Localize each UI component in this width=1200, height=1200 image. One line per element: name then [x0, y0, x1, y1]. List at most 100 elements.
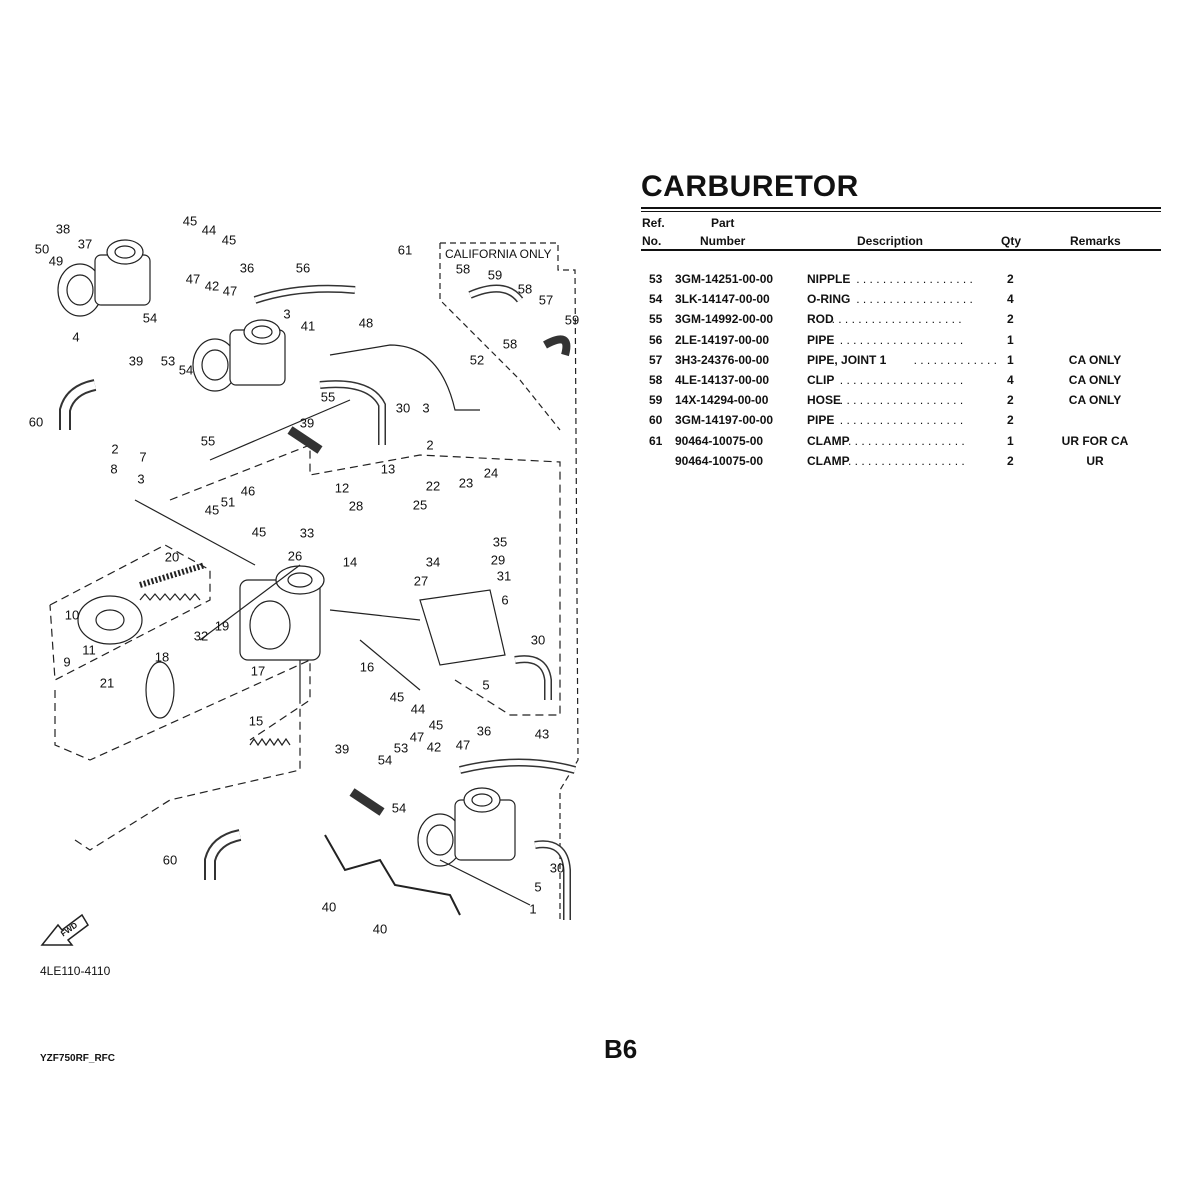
- part-callout: 43: [534, 726, 550, 742]
- part-number-cell: 14X-14294-00-00: [675, 393, 769, 408]
- part-callout: 42: [204, 278, 220, 294]
- description-cell: PIPE: [807, 413, 835, 428]
- part-callout: 45: [221, 232, 237, 248]
- qty-cell: 4: [1007, 292, 1014, 307]
- part-number-cell: 3H3-24376-00-00: [675, 352, 770, 367]
- part-callout: 3: [137, 471, 145, 487]
- description-cell: CLAMP: [807, 433, 850, 448]
- qty-cell: 2: [1007, 393, 1014, 408]
- qty-cell: 4: [1007, 373, 1014, 387]
- part-callout: 11: [82, 642, 96, 658]
- ref-cell: 61: [649, 433, 663, 448]
- page-number: B6: [604, 1034, 638, 1064]
- part-callout: 46: [240, 483, 256, 499]
- part-callout: 45: [251, 524, 267, 540]
- part-callout: 3: [422, 400, 430, 416]
- leader-dots: . . . . . . . . . . . . . . . . . . .: [839, 413, 964, 428]
- part-callout: 48: [358, 315, 374, 331]
- part-callout: 3: [283, 306, 291, 322]
- part-callout: 13: [380, 461, 396, 477]
- part-callout: 49: [48, 253, 64, 269]
- part-callout: 6: [501, 592, 509, 608]
- part-callout: 61: [397, 242, 413, 258]
- leader-dots: . . . . . . . . . . . . . . . . . . .: [839, 373, 964, 387]
- part-callout: 33: [299, 525, 315, 541]
- header-ref-2: No.: [642, 234, 662, 248]
- description-cell: PIPE: [807, 332, 835, 347]
- part-callout: 18: [154, 649, 170, 665]
- part-callout: 47: [455, 737, 471, 753]
- part-callout: 31: [496, 568, 512, 584]
- part-callout: 40: [372, 921, 388, 937]
- part-callout: 45: [204, 502, 220, 518]
- part-callout: 4: [72, 329, 80, 345]
- part-callout: 38: [55, 221, 71, 237]
- part-callout: 54: [377, 752, 393, 768]
- carburetor-center: [239, 565, 325, 661]
- part-callout: 5: [482, 677, 490, 693]
- remarks-cell: CA ONLY: [1068, 352, 1122, 367]
- remarks-cell: UR FOR CA: [1061, 433, 1129, 448]
- part-callout: 57: [538, 292, 554, 308]
- part-callout: 39: [299, 415, 315, 431]
- carburetor-bottom-right: [417, 787, 516, 867]
- part-callout: 45: [182, 213, 198, 229]
- part-callout: 26: [287, 548, 303, 564]
- qty-cell: 2: [1007, 272, 1014, 286]
- part-callout: 1: [529, 901, 537, 917]
- leader-dots: . . . . . . . . . . . . . . . . . . . .: [831, 312, 962, 327]
- part-number-cell: 3GM-14197-00-00: [675, 413, 774, 428]
- part-callout: 47: [409, 729, 425, 745]
- part-callout: 35: [492, 534, 508, 550]
- part-callout: 24: [483, 465, 499, 481]
- part-callout: 14: [342, 554, 358, 570]
- part-callout: 7: [139, 449, 147, 465]
- part-callout: 29: [490, 552, 506, 568]
- header-part-1: Part: [711, 216, 735, 230]
- ref-cell: 60: [649, 413, 663, 428]
- part-callout: 15: [248, 713, 264, 729]
- leader-dots: . . . . . . . . . . . . . . . . . .: [848, 433, 965, 448]
- qty-cell: 1: [1007, 332, 1014, 347]
- fwd-arrow-icon: [40, 913, 89, 946]
- remarks-cell: UR: [1086, 453, 1104, 468]
- part-callout: 60: [28, 414, 44, 430]
- leader-dots: . . . . . . . . . . . . . . . . . .: [856, 292, 973, 307]
- part-callout: 36: [476, 723, 492, 739]
- carburetor-top-left: [57, 239, 151, 317]
- part-callout: 2: [426, 437, 434, 453]
- leader-dots: . . . . . . . . . . . . . . . . . .: [856, 272, 973, 286]
- title-rule-thin: [641, 211, 1161, 212]
- qty-cell: 2: [1007, 312, 1014, 327]
- part-callout: 40: [321, 899, 337, 915]
- part-callout: 37: [77, 236, 93, 252]
- part-number-cell: 3GM-14251-00-00: [675, 272, 774, 286]
- description-cell: NIPPLE: [807, 272, 851, 286]
- part-callout: 9: [63, 654, 71, 670]
- california-boundary: [440, 242, 579, 920]
- part-number-cell: 2LE-14197-00-00: [675, 332, 770, 347]
- ref-cell: 54: [649, 292, 663, 307]
- part-callout: 58: [455, 261, 471, 277]
- part-callout: 2: [111, 441, 119, 457]
- part-callout: 25: [412, 497, 428, 513]
- part-number-cell: 90464-10075-00: [675, 453, 764, 468]
- part-callout: 56: [295, 260, 311, 276]
- leader-dots: . . . . . . . . . . . . .: [913, 352, 997, 367]
- header-remarks: Remarks: [1070, 234, 1121, 248]
- diaphragm: [145, 661, 175, 719]
- part-callout: 44: [201, 222, 217, 238]
- diagram-code: 4LE110-4110: [40, 964, 111, 978]
- ref-cell: 57: [649, 352, 663, 367]
- leader-dots: . . . . . . . . . . . . . . . . . .: [848, 453, 965, 468]
- part-number-cell: 3GM-14992-00-00: [675, 312, 774, 327]
- carburetor-upper-center: [192, 319, 286, 392]
- part-callout: 42: [426, 739, 442, 755]
